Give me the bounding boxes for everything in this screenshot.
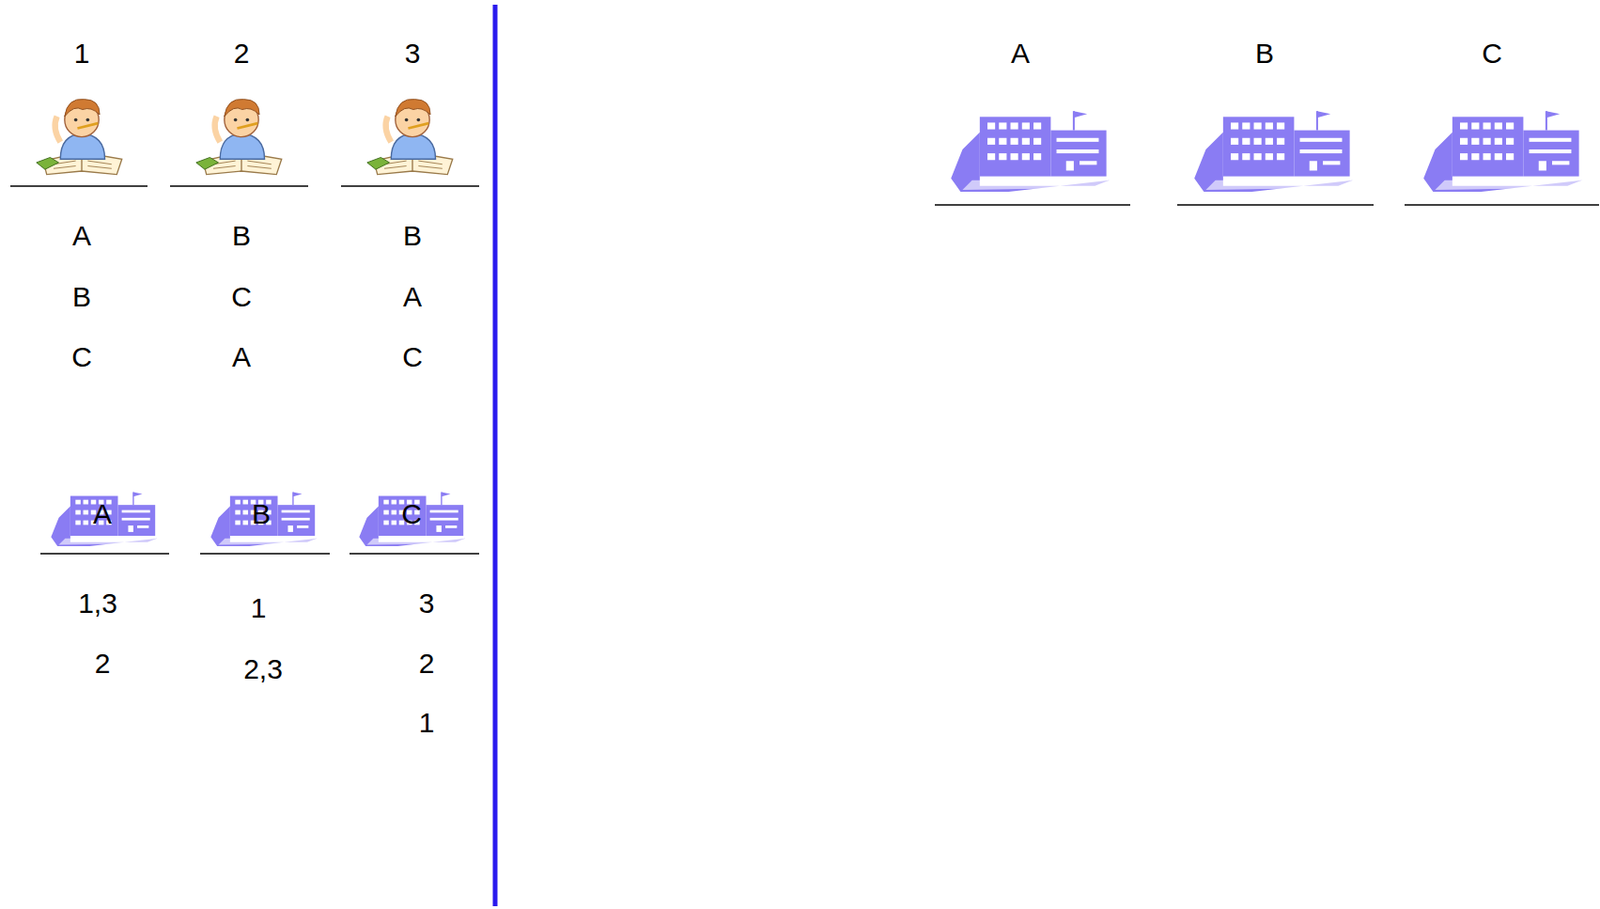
school-icon xyxy=(950,110,1109,192)
underline xyxy=(10,186,1600,554)
school-icon xyxy=(1423,110,1582,192)
label-text: B xyxy=(251,499,271,529)
school-icon xyxy=(210,491,317,545)
student-icon xyxy=(196,98,282,174)
label-text: 3 xyxy=(404,39,421,68)
label-text: C xyxy=(231,282,252,311)
label-text: B xyxy=(232,221,251,250)
label-text: B xyxy=(1255,39,1274,68)
label-text: B xyxy=(72,282,92,311)
school-icon xyxy=(1194,110,1352,192)
school-icon xyxy=(50,491,157,545)
divider-line xyxy=(493,4,498,906)
label-text: 2 xyxy=(419,649,435,678)
label-text: 1 xyxy=(419,708,435,737)
label-text: C xyxy=(71,342,93,372)
label-text: 1 xyxy=(74,39,91,68)
label-text: C xyxy=(401,499,422,529)
label-text: 2 xyxy=(233,39,250,68)
label-text: 1,3 xyxy=(77,589,118,618)
label-text: A xyxy=(232,342,251,372)
student-icon xyxy=(36,98,123,174)
label-text: A xyxy=(72,221,92,250)
label-text: 3 xyxy=(419,589,435,618)
label-text: A xyxy=(1010,39,1030,68)
label-text: 2 xyxy=(94,649,111,678)
student-icon xyxy=(367,98,453,174)
label-text: A xyxy=(93,499,112,529)
school-icon xyxy=(358,491,466,545)
label-text: A xyxy=(403,282,422,311)
label-text: C xyxy=(402,342,423,372)
label-text: 2,3 xyxy=(243,654,283,684)
label-text: C xyxy=(1481,39,1503,68)
label-text: B xyxy=(403,221,422,250)
label-text: 1 xyxy=(250,593,267,622)
